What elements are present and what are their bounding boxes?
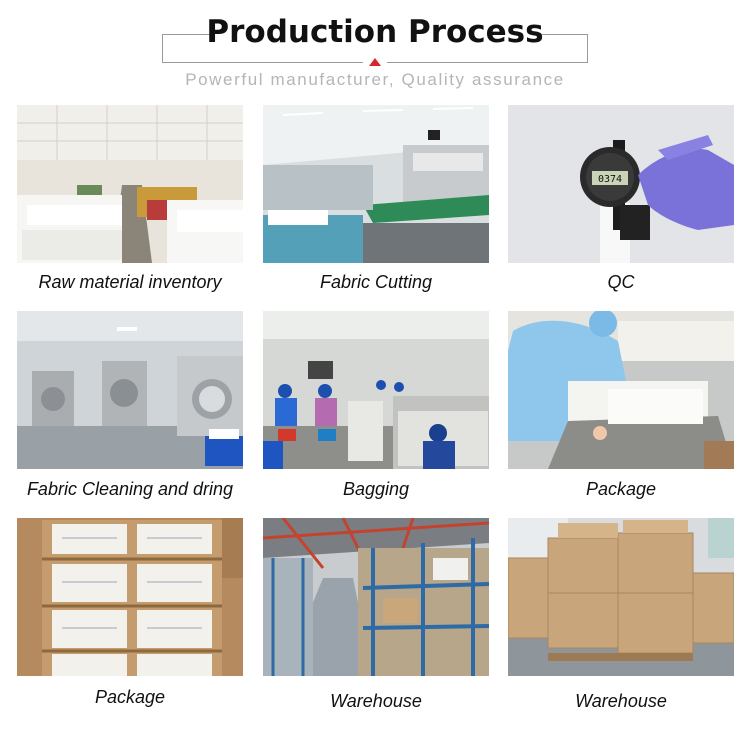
gauge-reading: 0374 [598,174,622,185]
step-caption: Fabric Cleaning and dring [26,479,234,499]
step-caption: Fabric Cutting [319,272,433,292]
warehouse-racks-photo [263,518,489,676]
qc-photo: 0374 [508,105,734,263]
section-header: Production Process Powerful manufacturer… [0,0,750,95]
header-frame-top-left [162,34,212,35]
step-caption: Warehouse [575,691,667,711]
header-frame-right [587,34,588,62]
header-frame-bottom-left [162,62,363,63]
packaging-machine-photo [508,311,734,469]
step-caption: Package [94,687,166,707]
raw-material-photo [17,105,243,263]
page-subtitle: Powerful manufacturer, Quality assurance [185,70,565,89]
step-caption: Warehouse [330,691,422,711]
warehouse-pallets-photo [508,518,734,676]
step-caption: Bagging [342,479,410,499]
packed-boxes-photo [17,518,243,676]
fabric-cutting-photo [263,105,489,263]
step-caption: QC [607,272,635,292]
header-frame-bottom-right [387,62,588,63]
step-caption: Raw material inventory [38,272,222,292]
red-triangle-marker [369,58,381,66]
header-frame-left [162,34,163,62]
page-title: Production Process [206,14,544,50]
bagging-photo [263,311,489,469]
step-caption: Package [585,479,657,499]
cleaning-photo [17,311,243,469]
header-frame-top-right [540,34,588,35]
